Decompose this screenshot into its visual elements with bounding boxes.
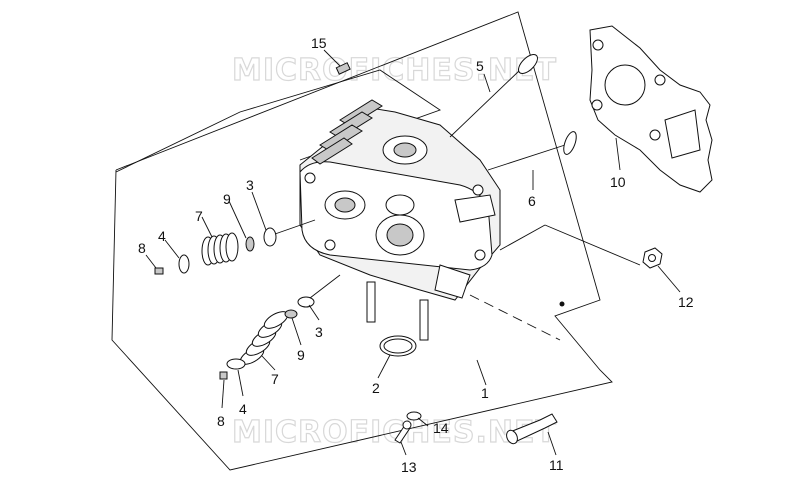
callout-11: 11 [549, 457, 564, 473]
callout-8-upper: 8 [138, 240, 146, 256]
callout-15: 13 [401, 459, 417, 475]
dowel-pin-icon[interactable] [366, 281, 376, 323]
callout-3-upper: 3 [246, 177, 254, 193]
pin-icon[interactable] [335, 62, 351, 75]
spring-retainer-icon[interactable] [226, 358, 246, 370]
valve-icon[interactable] [449, 51, 541, 138]
spring-retainer-icon[interactable] [178, 254, 190, 274]
callout-4-lower: 4 [239, 401, 247, 417]
callout-13: 15 [311, 35, 327, 51]
callout-9-upper: 9 [223, 191, 231, 207]
callout-7-lower: 7 [271, 371, 279, 387]
spring-icon[interactable] [201, 232, 239, 266]
callout-6: 6 [528, 193, 536, 209]
callout-12: 12 [678, 294, 694, 310]
callout-10: 10 [610, 174, 626, 190]
callout-14: 14 [433, 420, 449, 436]
bolt-icon[interactable] [505, 413, 558, 445]
watermark-top: MICROFICHES.NET [232, 53, 557, 88]
bolt-icon[interactable] [394, 420, 412, 444]
leader-lines [145, 49, 681, 456]
callout-4-upper: 4 [158, 228, 166, 244]
callout-5: 5 [476, 58, 484, 74]
valve-seal-icon[interactable] [284, 309, 298, 319]
cylinder-head-icon[interactable] [299, 99, 501, 301]
callout-9-lower: 9 [297, 347, 305, 363]
valve-seal-icon[interactable] [245, 236, 255, 252]
valve-cotter-icon[interactable] [219, 371, 228, 380]
callout-1: 1 [481, 385, 489, 401]
valve-icon[interactable] [487, 130, 579, 171]
spring-icon[interactable] [238, 308, 291, 367]
washer-icon[interactable] [406, 411, 422, 421]
dowel-pin-icon[interactable] [419, 299, 429, 341]
callout-2: 2 [372, 380, 380, 396]
gasket-icon[interactable] [589, 25, 713, 193]
assembly-frame [111, 11, 613, 471]
callout-8-lower: 8 [217, 413, 225, 429]
callout-3-lower: 3 [315, 324, 323, 340]
spring-seat-washer-icon[interactable] [263, 227, 277, 247]
valve-cotter-icon[interactable] [154, 267, 164, 275]
nut-icon[interactable] [642, 247, 663, 269]
callout-7-upper: 7 [195, 208, 203, 224]
spring-seat-washer-icon[interactable] [297, 296, 315, 308]
